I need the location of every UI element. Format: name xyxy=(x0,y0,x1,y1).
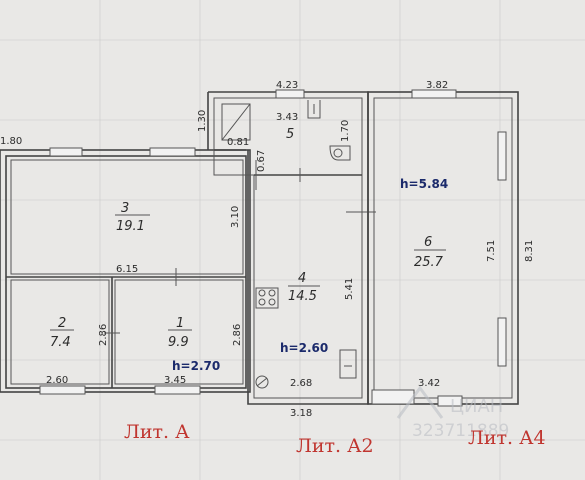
height-lit-a2: h=2.60 xyxy=(280,341,328,355)
watermark: ЦИАН 323711889 xyxy=(396,385,509,441)
lit-a4-windows xyxy=(371,89,507,407)
dim-4-23: 4.23 xyxy=(276,80,298,91)
lit-a-windows xyxy=(39,147,201,395)
room-4-area: 14.5 xyxy=(288,289,317,304)
dim-2-86-left: 2.86 xyxy=(98,324,109,346)
lit-a2-label: Лит. А2 xyxy=(296,435,374,457)
height-labels: h=2.70 h=2.60 h=5.84 xyxy=(172,177,448,373)
dim-7-51: 7.51 xyxy=(486,240,497,262)
litera-labels: Лит. А Лит. А2 Лит. А4 xyxy=(124,421,546,457)
room-3-area: 19.1 xyxy=(116,219,145,234)
dim-2-68: 2.68 xyxy=(290,378,312,389)
lit-a-walls xyxy=(0,149,251,393)
dim-8-31: 8.31 xyxy=(524,240,535,262)
height-lit-a4: h=5.84 xyxy=(400,177,448,191)
dim-3-10: 3.10 xyxy=(230,206,241,228)
lit-a-label: Лит. А xyxy=(124,421,190,443)
room-2-number: 2 xyxy=(58,316,66,331)
dim-3-43: 3.43 xyxy=(276,112,298,123)
room-4-number: 4 xyxy=(298,271,306,286)
dim-1-30: 1.30 xyxy=(197,110,208,132)
room-5-number: 5 xyxy=(286,127,294,142)
dim-6-15: 6.15 xyxy=(116,264,138,275)
dim-1-80: 1.80 xyxy=(0,136,22,147)
room-3-number: 3 xyxy=(121,201,129,216)
watermark-id: 323711889 xyxy=(412,421,509,441)
height-lit-a: h=2.70 xyxy=(172,359,220,373)
dim-5-41: 5.41 xyxy=(344,278,355,300)
room-1-number: 1 xyxy=(176,316,184,331)
dim-3-42: 3.42 xyxy=(418,378,440,389)
dim-2-86-right: 2.86 xyxy=(232,324,243,346)
room-6-area: 25.7 xyxy=(414,255,444,270)
room-6-number: 6 xyxy=(424,235,432,250)
dim-3-18: 3.18 xyxy=(290,408,312,419)
dim-2-60: 2.60 xyxy=(46,375,68,386)
dim-0-81: 0.81 xyxy=(227,137,249,148)
dim-1-70: 1.70 xyxy=(340,120,351,142)
room-1-area: 9.9 xyxy=(168,335,189,350)
dim-0-67: 0.67 xyxy=(256,150,267,172)
dim-3-82: 3.82 xyxy=(426,80,448,91)
lit-a4-label: Лит. А4 xyxy=(468,427,546,449)
dimension-labels: 1.80 4.23 3.43 1.30 0.81 1.70 0.67 3.82 … xyxy=(0,80,535,419)
watermark-brand: ЦИАН xyxy=(450,396,503,417)
room-2-area: 7.4 xyxy=(50,335,71,350)
dim-3-45: 3.45 xyxy=(164,375,186,386)
room-labels: 3 19.1 2 7.4 1 9.9 4 14.5 5 6 25.7 xyxy=(50,127,446,350)
lit-a2-fixtures xyxy=(221,89,357,389)
